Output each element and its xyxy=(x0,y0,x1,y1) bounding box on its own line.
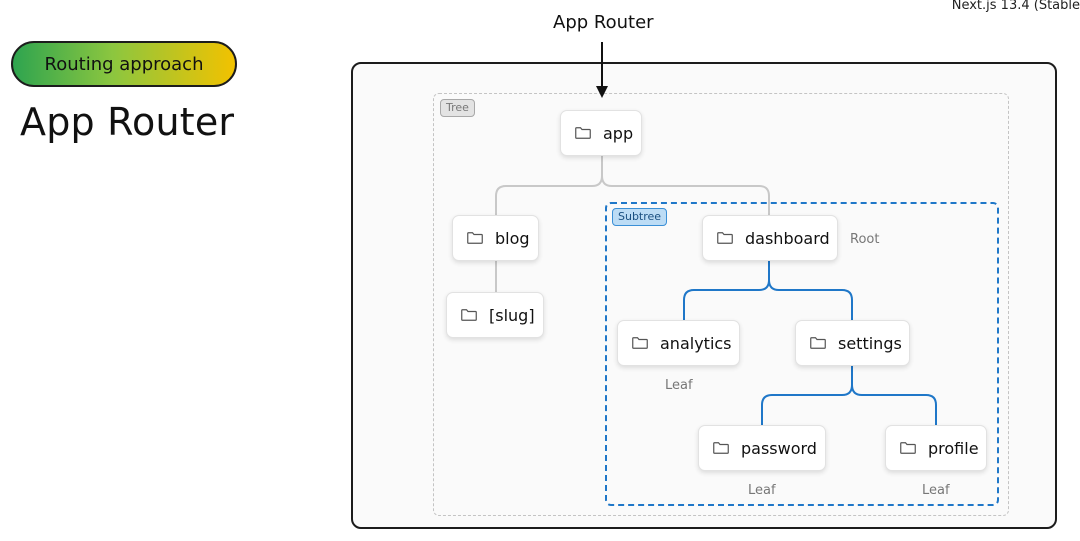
connector-settings-children xyxy=(761,366,937,425)
root-annotation: Root xyxy=(850,232,880,247)
node-analytics: analytics xyxy=(617,320,740,366)
node-label: blog xyxy=(495,228,530,248)
section-pill: Routing approach xyxy=(11,41,237,87)
folder-icon xyxy=(632,337,648,349)
node-slug: [slug] xyxy=(446,292,544,338)
connector-app-children xyxy=(495,156,770,215)
node-label: settings xyxy=(838,333,902,353)
node-settings: settings xyxy=(795,320,910,366)
folder-icon xyxy=(900,442,916,454)
arrow-down-icon xyxy=(596,42,608,98)
node-label: analytics xyxy=(660,333,732,353)
folder-icon xyxy=(467,232,483,244)
node-label: password xyxy=(741,438,817,458)
node-blog: blog xyxy=(452,215,539,261)
leaf-annotation: Leaf xyxy=(665,378,693,393)
version-label: Next.js 13.4 (Stable xyxy=(951,0,1080,13)
leaf-annotation: Leaf xyxy=(922,483,950,498)
node-dashboard: dashboard xyxy=(702,215,838,261)
diagram-label: App Router xyxy=(553,12,654,33)
node-label: dashboard xyxy=(745,228,830,248)
tree-tag: Tree xyxy=(440,99,475,117)
node-app: app xyxy=(560,110,642,156)
subtree-tag: Subtree xyxy=(612,208,668,226)
folder-icon xyxy=(810,337,826,349)
folder-icon xyxy=(713,442,729,454)
folder-icon xyxy=(461,309,477,321)
connector-dashboard-children xyxy=(683,261,853,320)
subtree-region xyxy=(605,202,999,506)
folder-icon xyxy=(575,127,591,139)
node-label: profile xyxy=(928,438,979,458)
node-profile: profile xyxy=(885,425,987,471)
folder-icon xyxy=(717,232,733,244)
node-password: password xyxy=(698,425,826,471)
leaf-annotation: Leaf xyxy=(748,483,776,498)
node-label: [slug] xyxy=(489,305,535,325)
tree-region xyxy=(433,93,1009,516)
page-title: App Router xyxy=(20,100,235,144)
node-label: app xyxy=(603,123,634,143)
